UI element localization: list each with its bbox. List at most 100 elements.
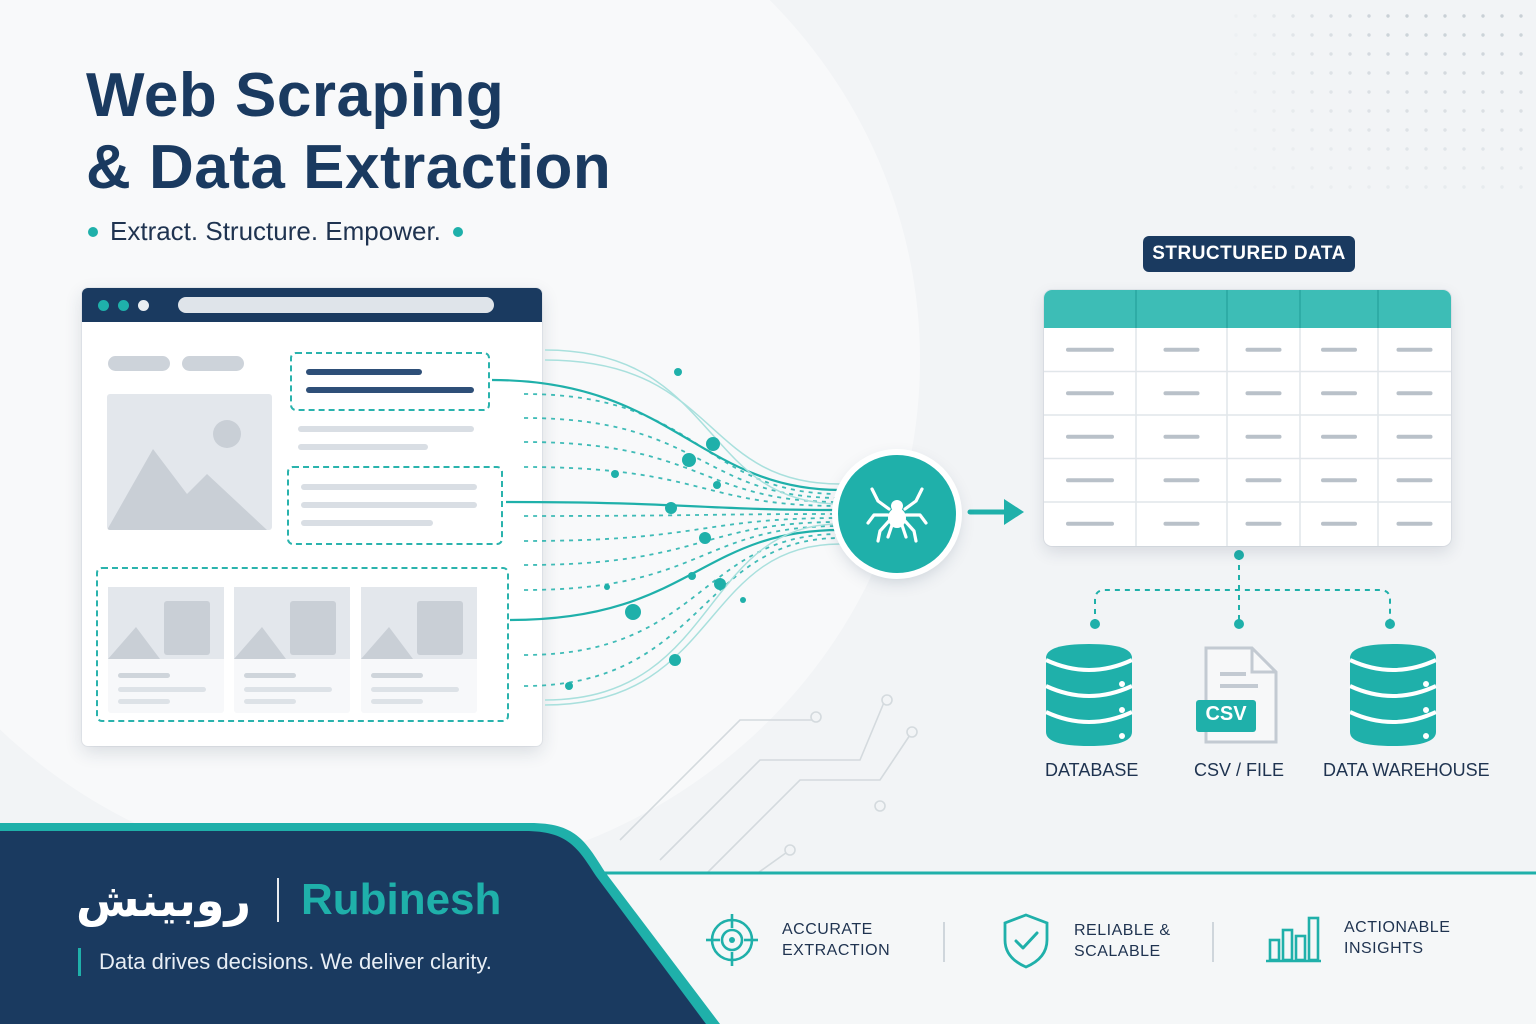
grid-dot <box>1367 71 1371 75</box>
grid-dot <box>1405 71 1409 75</box>
grid-dot <box>1234 71 1238 75</box>
grid-dot <box>1481 147 1485 151</box>
table-cell <box>1163 434 1200 439</box>
text-line <box>301 502 477 508</box>
flow-node <box>665 502 677 514</box>
grid-dot <box>1272 90 1276 94</box>
grid-dot <box>1424 52 1428 56</box>
grid-dot <box>1386 185 1390 189</box>
feature-label: ACCURATE EXTRACTION <box>782 919 932 961</box>
text-line <box>306 369 422 375</box>
grid-dot <box>1234 147 1238 151</box>
grid-dot <box>1519 185 1523 189</box>
flow-line <box>523 513 841 517</box>
grid-dot <box>1386 71 1390 75</box>
feature-line: EXTRACTION <box>782 942 891 959</box>
grid-dot <box>1519 52 1523 56</box>
flow-line <box>523 525 841 591</box>
grid-dot <box>1329 109 1333 113</box>
flow-line <box>505 500 841 512</box>
grid-dot <box>1291 185 1295 189</box>
grid-dot <box>1272 14 1276 18</box>
grid-dot <box>1405 147 1409 151</box>
grid-dot <box>1519 147 1523 151</box>
grid-dot <box>1500 33 1504 37</box>
table-cell <box>1066 478 1114 483</box>
grid-dot <box>1519 71 1523 75</box>
nav-placeholder <box>182 356 244 371</box>
grid-dot <box>1443 33 1447 37</box>
grid-dot <box>1348 52 1352 56</box>
csv-file-icon: CSV <box>1196 646 1280 746</box>
feature-strip <box>600 872 1536 1024</box>
brand-name: Rubinesh <box>300 875 502 924</box>
grid-dot <box>1424 33 1428 37</box>
grid-dot <box>1386 128 1390 132</box>
table-cell <box>1066 347 1114 352</box>
grid-dot <box>1291 71 1295 75</box>
table-cell <box>1245 434 1282 439</box>
grid-dot <box>1367 128 1371 132</box>
text-line <box>306 387 474 393</box>
grid-dot <box>1500 90 1504 94</box>
grid-dot <box>1500 52 1504 56</box>
flow-line <box>523 533 841 656</box>
grid-dot <box>1310 71 1314 75</box>
brand-lockup: روبينش Rubinesh <box>76 868 501 932</box>
grid-dot <box>1348 128 1352 132</box>
feature-line: ACCURATE <box>782 921 873 938</box>
feature-divider <box>1212 922 1214 962</box>
grid-dot <box>1405 109 1409 113</box>
extraction-region <box>290 352 490 411</box>
grid-dot <box>1462 128 1466 132</box>
data-grid <box>1044 290 1451 546</box>
grid-dot <box>1462 52 1466 56</box>
data-warehouse-icon <box>1348 640 1438 750</box>
grid-dot <box>1310 14 1314 18</box>
grid-dot <box>1272 71 1276 75</box>
structured-data-badge: STRUCTURED DATA <box>1143 236 1355 272</box>
flow-line <box>523 417 841 499</box>
flow-line <box>544 523 841 701</box>
grid-dot <box>1253 14 1257 18</box>
grid-dot <box>1386 52 1390 56</box>
grid-dot <box>1424 147 1428 151</box>
flow-node <box>714 578 726 590</box>
grid-dot <box>1500 109 1504 113</box>
grid-dot <box>1443 109 1447 113</box>
grid-dot <box>1234 33 1238 37</box>
grid-dot <box>1481 90 1485 94</box>
grid-dot <box>1519 14 1523 18</box>
grid-dot <box>1443 90 1447 94</box>
grid-dot <box>1481 185 1485 189</box>
bullet-dot-icon <box>452 226 463 237</box>
grid-dot <box>1443 128 1447 132</box>
grid-dot <box>1481 71 1485 75</box>
grid-dot <box>1272 109 1276 113</box>
flow-node <box>713 481 721 489</box>
grid-dot <box>1253 33 1257 37</box>
grid-dot <box>1462 147 1466 151</box>
extraction-region <box>287 466 503 545</box>
grid-dot <box>1291 109 1295 113</box>
grid-dot <box>1367 109 1371 113</box>
grid-dot <box>1234 166 1238 170</box>
grid-dot <box>1348 14 1352 18</box>
grid-dot <box>1424 109 1428 113</box>
arrow-head-icon <box>1004 499 1024 525</box>
grid-dot <box>1310 147 1314 151</box>
grid-dot <box>1310 52 1314 56</box>
grid-dot <box>1443 166 1447 170</box>
grid-dot <box>1329 128 1333 132</box>
flow-node <box>688 572 696 580</box>
dot-grid <box>1234 14 1523 189</box>
table-header <box>1044 290 1451 328</box>
csv-badge-text: CSV <box>1205 703 1247 725</box>
grid-dot <box>1291 52 1295 56</box>
grid-dot <box>1405 90 1409 94</box>
destination-label-warehouse: DATA WAREHOUSE <box>1323 760 1490 780</box>
grid-dot <box>1310 185 1314 189</box>
grid-dot <box>1443 147 1447 151</box>
grid-dot <box>1462 33 1466 37</box>
